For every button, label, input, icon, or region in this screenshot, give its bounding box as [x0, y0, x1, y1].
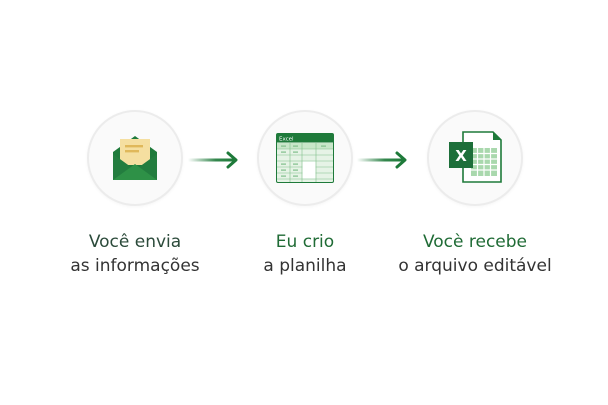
spreadsheet-icon: Excel [276, 133, 334, 183]
step-subtitle: o arquivo editável [398, 256, 552, 276]
step-icon-circle [87, 110, 183, 206]
step-subtitle: as informações [70, 256, 200, 276]
step-send-info: Você envia as informações [35, 110, 235, 278]
step-icon-circle: Excel [257, 110, 353, 206]
step-title: Você envia [88, 232, 182, 252]
arrow-right-icon [188, 151, 238, 169]
envelope-open-icon [113, 136, 157, 180]
step-title: Vocè recebe [422, 232, 528, 252]
step-receive-file: X Vocè recebe o arquivo editável [375, 110, 575, 278]
spreadsheet-header-label: Excel [279, 137, 294, 143]
excel-badge-label: X [455, 147, 467, 165]
excel-file-icon: X [449, 131, 502, 183]
step-title: Eu crio [275, 232, 335, 252]
arrow-right-icon [357, 151, 407, 169]
step-icon-circle: X [427, 110, 523, 206]
step-subtitle: a planilha [263, 256, 347, 276]
step-create-spreadsheet: Excel [205, 110, 405, 278]
